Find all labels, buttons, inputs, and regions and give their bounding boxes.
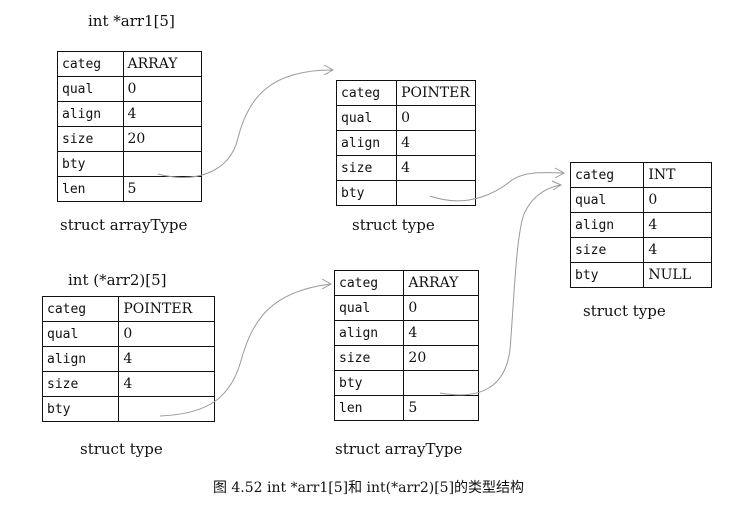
- field-key: bty: [335, 180, 398, 206]
- struct-label-arraytype-top: struct arrayType: [60, 216, 188, 234]
- field-key: bty: [569, 262, 645, 288]
- arrowhead-arraytype-to-pointer: [323, 64, 335, 76]
- field-value: 4: [643, 212, 712, 238]
- field-key: qual: [41, 321, 120, 347]
- field-value: 4: [396, 130, 476, 156]
- field-key: bty: [333, 370, 405, 396]
- arrowhead-arraytype-bottom-to-int: [551, 180, 563, 191]
- field-key: size: [335, 155, 398, 181]
- field-key: size: [333, 345, 405, 371]
- field-value: 5: [403, 395, 479, 421]
- field-value: 20: [403, 345, 479, 371]
- field-key: align: [569, 212, 645, 238]
- field-value: 4: [396, 155, 476, 181]
- field-value: [118, 396, 215, 422]
- struct-label-arraytype-bottom: struct arrayType: [335, 440, 463, 458]
- field-value: 4: [643, 237, 712, 263]
- field-key: bty: [41, 396, 120, 422]
- arrowhead-pointer-top-to-int: [554, 167, 566, 179]
- field-key: categ: [333, 270, 405, 296]
- arr2-declaration-title: int (*arr2)[5]: [68, 271, 167, 289]
- field-key: qual: [57, 76, 124, 102]
- field-value: POINTER: [396, 80, 476, 106]
- field-key: size: [41, 371, 120, 397]
- field-value: 0: [396, 105, 476, 131]
- arrow-pointer-bottom-bty-to-arraytype: [159, 283, 331, 417]
- field-row-bty: bty: [41, 396, 215, 422]
- arrow-arraytype-bottom-bty-to-int: [439, 184, 561, 396]
- field-value: 0: [118, 321, 215, 347]
- arrowhead-pointer-bottom-to-arraytype: [321, 278, 333, 290]
- struct-label-pointer-top: struct type: [352, 216, 435, 234]
- field-key: categ: [57, 51, 124, 77]
- field-key: align: [57, 101, 124, 127]
- field-key: categ: [569, 162, 645, 188]
- field-key: qual: [569, 187, 645, 213]
- arrow-arraytype-bty-to-pointer: [157, 69, 333, 178]
- field-value: 4: [122, 101, 203, 127]
- field-value: 4: [403, 320, 479, 346]
- field-value: 20: [122, 126, 203, 152]
- arr1-declaration-title: int *arr1[5]: [88, 12, 175, 30]
- field-value: INT: [643, 162, 712, 188]
- field-row-bty: bty: [335, 180, 476, 206]
- figure-caption: 图 4.52 int *arr1[5]和 int(*arr2)[5]的类型结构: [212, 480, 525, 496]
- field-key: size: [57, 126, 124, 152]
- field-value: 4: [118, 371, 215, 397]
- field-value: [396, 180, 476, 206]
- field-key: len: [333, 395, 405, 421]
- field-value: 5: [122, 176, 203, 202]
- field-key: len: [57, 176, 124, 202]
- struct-label-pointer-bottom: struct type: [80, 440, 163, 458]
- field-key: align: [41, 346, 120, 372]
- field-value: 0: [122, 76, 203, 102]
- struct-label-int: struct type: [583, 302, 666, 320]
- field-value: POINTER: [118, 296, 215, 322]
- field-value: NULL: [643, 262, 712, 288]
- arrow-pointer-top-bty-to-int: [429, 172, 564, 202]
